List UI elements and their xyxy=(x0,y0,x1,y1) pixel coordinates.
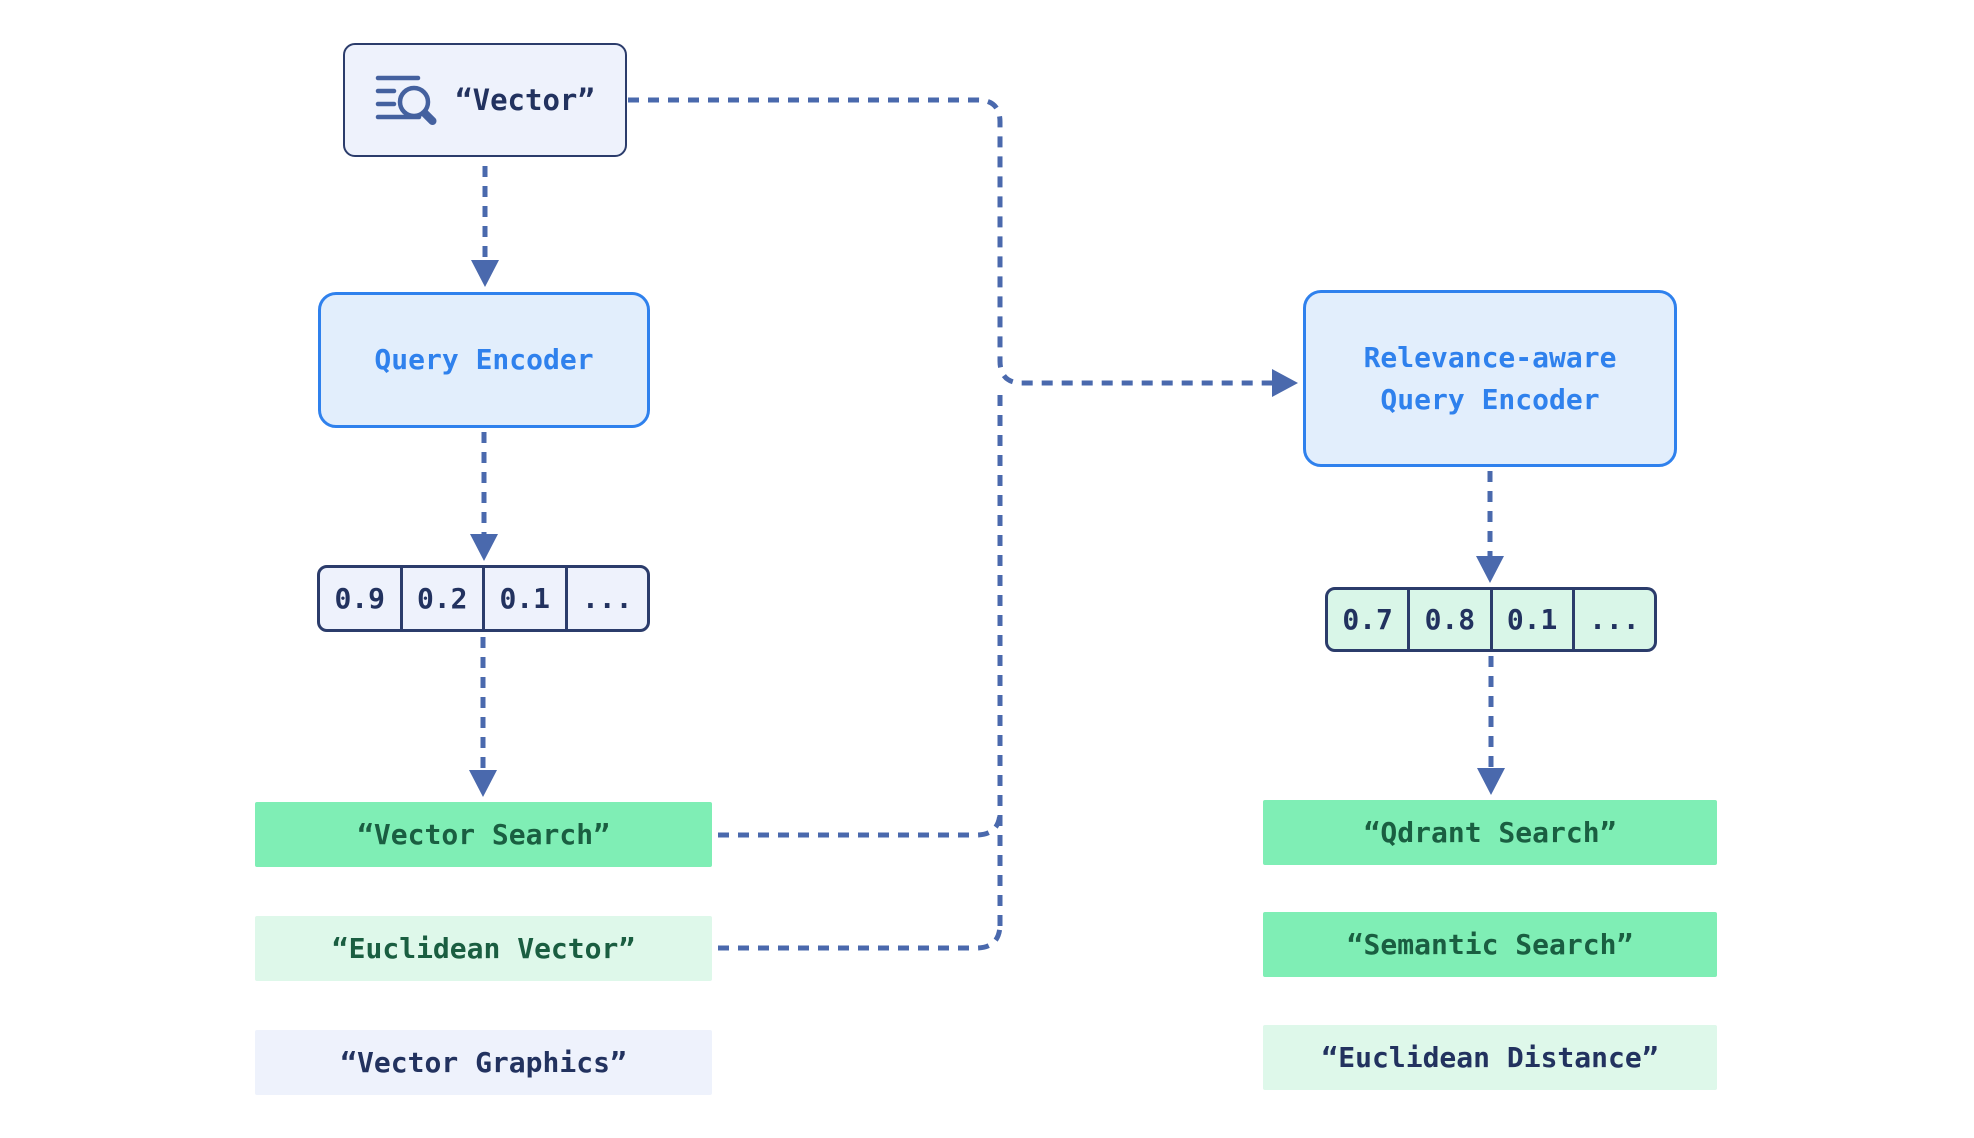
vector-cell: 0.1 xyxy=(1489,590,1572,649)
connector-euclidean-vector-feedback xyxy=(718,923,1003,951)
query-encoder-box: Query Encoder xyxy=(318,292,650,428)
result-qdrant-search: “Qdrant Search” xyxy=(1263,800,1717,865)
vector-cell: 0.7 xyxy=(1342,603,1393,636)
right-embedding-vector: 0.7 0.8 0.1 ... xyxy=(1325,587,1657,652)
vector-cell: 0.1 xyxy=(482,568,565,629)
vector-cell: 0.2 xyxy=(399,568,483,629)
arrowhead-into-query-encoder xyxy=(471,260,499,287)
arrowhead-into-left-vector xyxy=(470,534,498,561)
query-encoder-label: Query Encoder xyxy=(374,343,594,376)
query-box: “Vector” xyxy=(343,43,627,157)
left-embedding-vector: 0.9 0.2 0.1 ... xyxy=(317,565,650,632)
query-text: “Vector” xyxy=(455,83,595,117)
result-semantic-search: “Semantic Search” xyxy=(1263,912,1717,977)
list-search-icon xyxy=(375,75,437,125)
result-vector-graphics: “Vector Graphics” xyxy=(255,1030,712,1095)
arrowhead-into-vector-search xyxy=(469,770,497,797)
connector-vector-search-feedback xyxy=(718,810,1003,838)
vector-cell: ... xyxy=(564,568,648,629)
vector-cell: 0.9 xyxy=(334,582,386,615)
arrowhead-into-relevance-encoder xyxy=(1272,369,1298,397)
result-euclidean-vector: “Euclidean Vector” xyxy=(255,916,712,981)
relevance-aware-query-encoder-box: Relevance-aware Query Encoder xyxy=(1303,290,1677,467)
relevance-encoder-label-line2: Query Encoder xyxy=(1380,382,1600,416)
arrowhead-into-right-vector xyxy=(1476,556,1504,583)
result-euclidean-distance: “Euclidean Distance” xyxy=(1263,1025,1717,1090)
vector-cell: 0.8 xyxy=(1407,590,1489,649)
connector-query-to-relevance-encoder xyxy=(628,97,1272,386)
result-vector-search: “Vector Search” xyxy=(255,802,712,867)
vector-cell: ... xyxy=(1571,590,1654,649)
relevance-encoder-label-line1: Relevance-aware xyxy=(1363,340,1617,374)
arrowhead-into-qdrant-search xyxy=(1477,768,1505,795)
